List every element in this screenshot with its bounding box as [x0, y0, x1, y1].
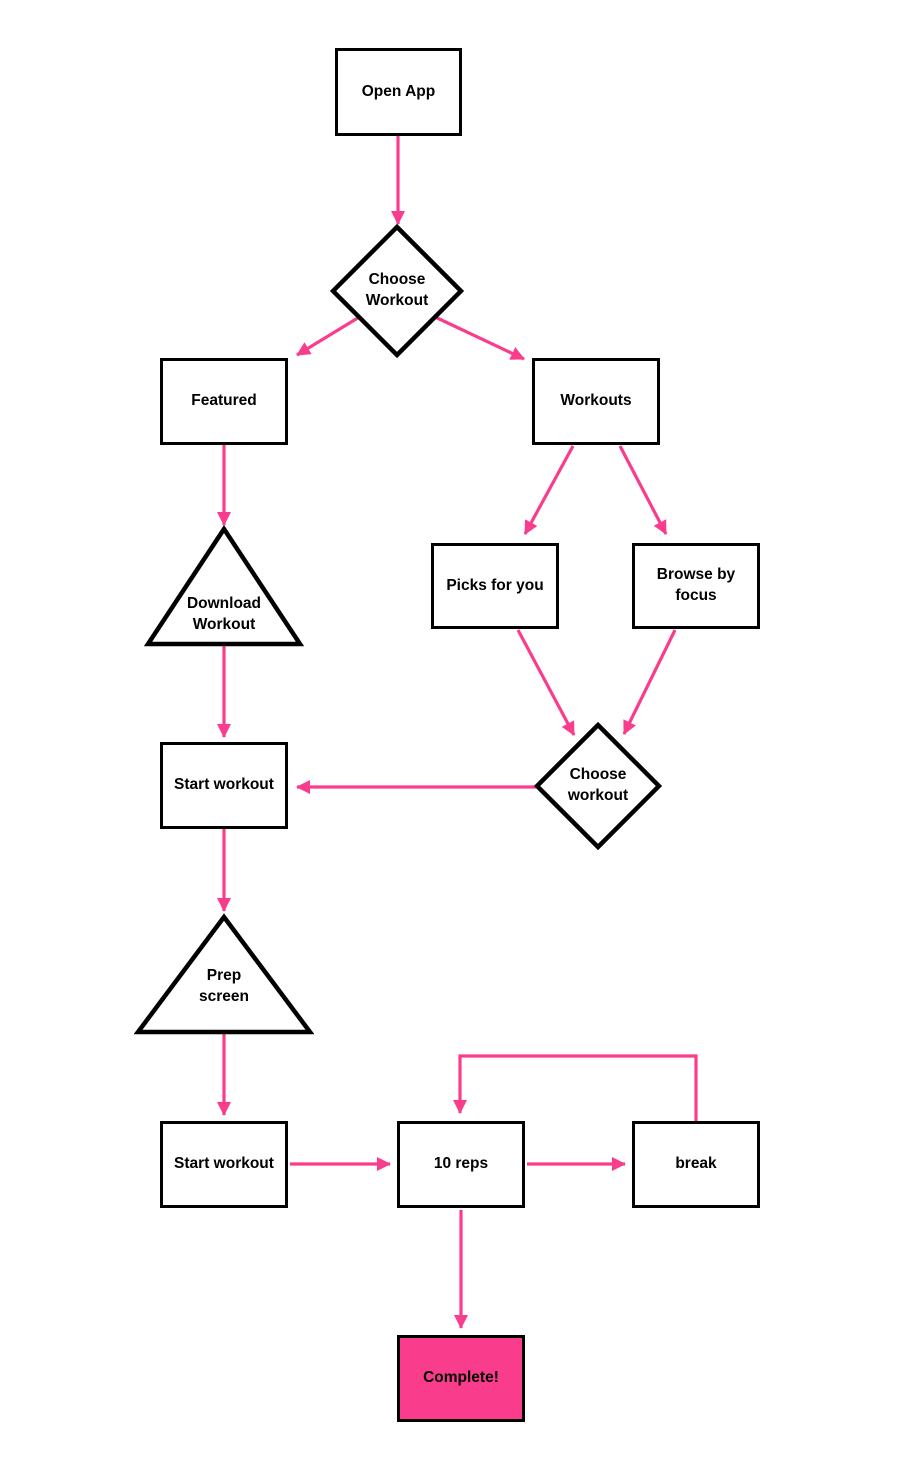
node-prep-screen-label: Prep screen: [199, 967, 249, 1006]
node-open-app: Open App: [335, 48, 462, 136]
triangle-shape: [144, 524, 304, 647]
node-start-workout-1-label: Start workout: [174, 776, 274, 794]
node-open-app-label: Open App: [361, 82, 436, 100]
node-workouts: Workouts: [532, 358, 660, 445]
node-featured-label: Featured: [191, 392, 257, 410]
edge-browse-by-focus-to-choose-workout-2: [622, 629, 677, 735]
node-choose-workout-2-label: Choose workout: [567, 766, 629, 804]
node-picks-for-you-label: Picks for you: [446, 576, 544, 594]
node-choose-workout: Choose Workout: [330, 224, 464, 358]
node-workouts-label: Workouts: [560, 392, 632, 410]
triangle-shape: [134, 913, 314, 1035]
edge-workouts-to-browse-by-focus: [618, 445, 668, 535]
node-browse-by-focus: Browse by focus: [632, 543, 760, 629]
node-ten-reps: 10 reps: [397, 1121, 525, 1208]
node-break-label: break: [675, 1155, 717, 1173]
diamond-shape: [330, 224, 464, 358]
edge-choose-workout-to-featured: [296, 314, 362, 357]
node-featured: Featured: [160, 358, 288, 445]
node-complete-label: Complete!: [423, 1369, 499, 1387]
node-prep-screen: Prep screen: [134, 912, 314, 1036]
node-break: break: [632, 1121, 760, 1208]
edge-picks-for-you-to-choose-workout-2: [516, 629, 576, 736]
node-start-workout-2-label: Start workout: [174, 1155, 274, 1173]
node-ten-reps-label: 10 reps: [433, 1155, 489, 1173]
edge-workouts-to-picks-for-you: [523, 445, 575, 535]
node-download-workout: Download Workout: [144, 524, 304, 648]
node-start-workout-2: Start workout: [160, 1121, 288, 1208]
node-start-workout-1: Start workout: [160, 742, 288, 829]
node-browse-by-focus-label: Browse by focus: [656, 566, 736, 604]
node-choose-workout-label: Choose Workout: [365, 271, 429, 309]
node-download-workout-label: Download Workout: [186, 595, 262, 634]
node-complete: Complete!: [397, 1335, 525, 1422]
edge-choose-workout-to-workouts: [432, 314, 525, 361]
edge-break-loop-to-ten-reps: [453, 1054, 698, 1121]
node-choose-workout-2: Choose workout: [534, 722, 662, 850]
node-picks-for-you: Picks for you: [431, 543, 559, 629]
diamond-shape: [534, 722, 662, 850]
